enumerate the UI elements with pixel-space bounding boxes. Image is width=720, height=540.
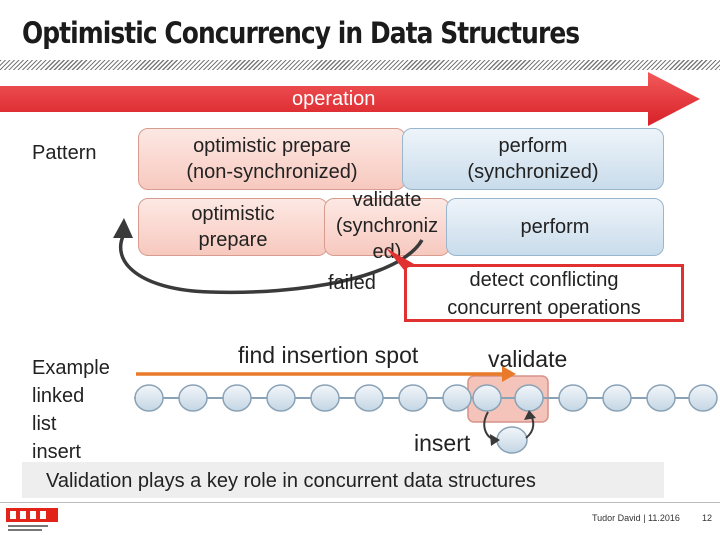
optimistic-prepare-box: optimistic prepare (non-synchronized) bbox=[138, 128, 406, 190]
frame-notch bbox=[386, 248, 414, 270]
validate-box: validate (synchroniz ed) bbox=[324, 189, 450, 263]
linked-list-diagram bbox=[134, 366, 718, 454]
detect-conflict-frame bbox=[404, 264, 684, 322]
example-label: Example linked list insert bbox=[32, 357, 110, 463]
perform-box-2: perform bbox=[446, 198, 664, 256]
page-number: 12 bbox=[702, 513, 713, 523]
operation-label: operation bbox=[292, 88, 376, 110]
list-nodes bbox=[134, 384, 718, 454]
slide-title: Optimistic Concurrency in Data Structure… bbox=[22, 16, 580, 50]
validate-label: validate bbox=[488, 346, 568, 372]
footer-divider bbox=[0, 502, 720, 503]
line: validate (synchroniz ed) bbox=[335, 189, 439, 263]
line: perform bbox=[520, 216, 590, 238]
conclusion-bar bbox=[22, 462, 664, 498]
line: optimistic prepare bbox=[191, 203, 275, 251]
failed-loop-arrow bbox=[113, 218, 424, 295]
line: optimistic prepare (non-synchronized) bbox=[186, 135, 358, 183]
footer-author-date: Tudor David | 11.2016 bbox=[592, 513, 680, 523]
conclusion-text: Validation plays a key role in concurren… bbox=[46, 470, 536, 492]
failed-label: failed bbox=[328, 272, 376, 294]
title-divider bbox=[0, 60, 720, 70]
line: perform (synchronized) bbox=[467, 135, 599, 183]
detect-conflicting-label: detect conflicting concurrent operations bbox=[447, 269, 641, 319]
insert-label: insert bbox=[414, 430, 471, 456]
epfl-logo-icon bbox=[6, 508, 58, 531]
pattern-label: Pattern bbox=[32, 142, 97, 164]
find-insertion-label: find insertion spot bbox=[238, 342, 419, 368]
optimistic-prepare-box-2: optimistic prepare bbox=[138, 198, 328, 256]
operation-arrow bbox=[0, 72, 700, 126]
perform-synchronized-box: perform (synchronized) bbox=[402, 128, 664, 190]
